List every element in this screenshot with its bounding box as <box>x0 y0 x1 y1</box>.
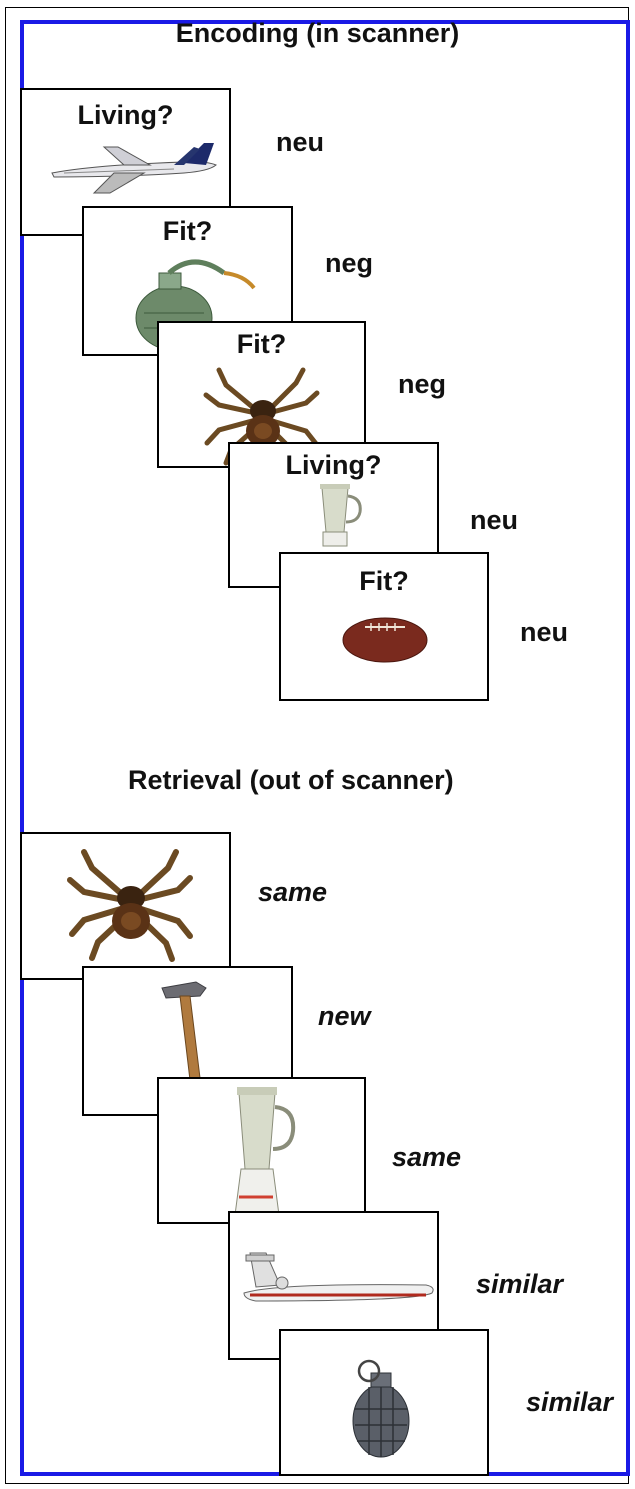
grenade-icon <box>352 1359 410 1458</box>
retrieval-label-2: new <box>318 1001 371 1031</box>
retrieval-label-3: same <box>392 1142 462 1172</box>
retrieval-heading: Retrieval (out of scanner) <box>128 765 454 795</box>
retrieval-label-5: similar <box>526 1387 614 1417</box>
tarantula-icon <box>67 849 193 962</box>
blender-icon <box>320 484 362 547</box>
trial-question: Living? <box>77 100 174 130</box>
trial-question: Fit? <box>162 216 213 246</box>
encoding-label-4: neu <box>470 505 519 535</box>
hammer-icon <box>161 981 207 1081</box>
airplane-icon <box>243 1252 434 1302</box>
encoding-label-3: neg <box>398 369 447 399</box>
football-icon <box>342 617 428 663</box>
blender-icon <box>234 1087 296 1216</box>
retrieval-label-4: similar <box>476 1269 564 1299</box>
trial-question: Living? <box>285 450 382 480</box>
retrieval-trial-3 <box>157 1077 366 1224</box>
retrieval-trial-1 <box>20 832 231 980</box>
retrieval-label-1: same <box>258 877 328 907</box>
trial-question: Fit? <box>236 329 287 359</box>
encoding-label-2: neg <box>325 248 374 278</box>
trial-question: Fit? <box>359 566 409 596</box>
encoding-heading: Encoding (in scanner) <box>175 18 460 48</box>
retrieval-trial-5 <box>279 1329 489 1476</box>
airplane-icon <box>51 143 217 194</box>
encoding-label-5: neu <box>520 617 569 647</box>
encoding-label-1: neu <box>276 127 325 157</box>
encoding-trial-5: Fit? <box>279 552 489 701</box>
